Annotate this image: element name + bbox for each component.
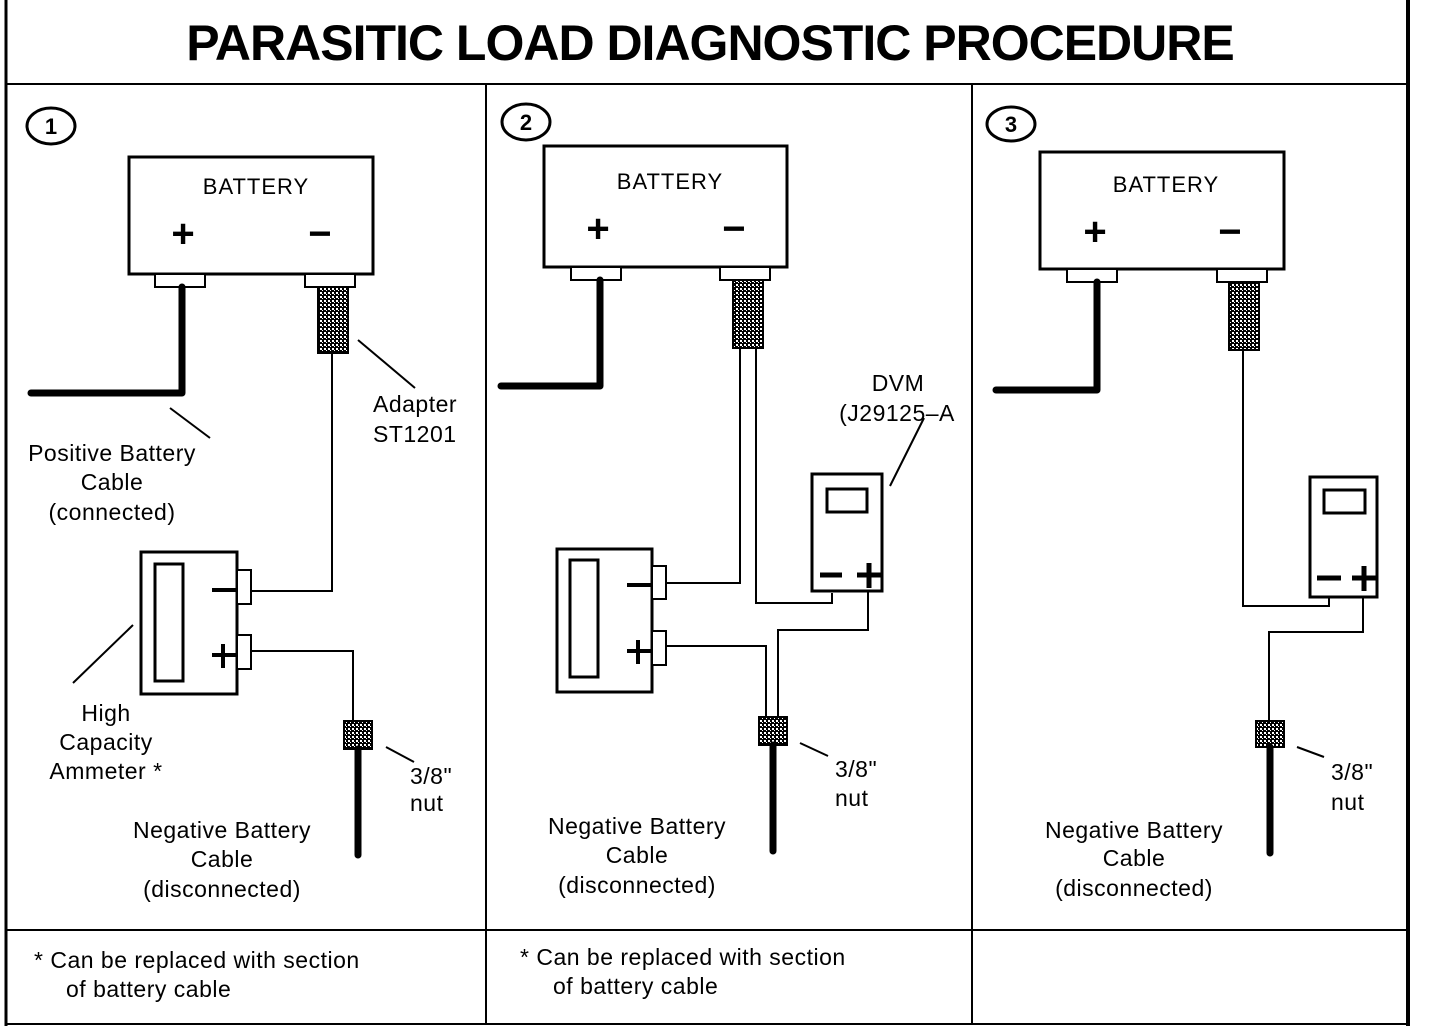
negative-cable-label-1: Negative Battery	[133, 817, 311, 843]
wire-adapter-to-ammeter	[667, 348, 741, 584]
negative-terminal	[1216, 268, 1268, 283]
positive-cable-leader	[169, 407, 211, 439]
negative-cable-label-2: Cable	[1103, 845, 1166, 871]
labels: DVM (J29125–A 3/8" nut Negative Battery …	[548, 370, 955, 898]
battery-minus-sign: −	[308, 212, 331, 256]
panel-2: 2 BATTERY + −	[497, 102, 955, 999]
dvm-leader	[889, 417, 925, 487]
nut-label-1: 3/8"	[1331, 759, 1373, 785]
ammeter	[139, 550, 252, 696]
battery-plus-sign: +	[1083, 210, 1106, 254]
dvm-meter	[810, 472, 884, 593]
negative-terminal	[719, 266, 771, 281]
nut-leader	[799, 742, 829, 757]
dvm-meter	[1308, 475, 1379, 599]
battery: BATTERY + −	[1038, 150, 1286, 283]
ammeter-label-3: Ammeter *	[49, 758, 162, 784]
panel-1: 1 BATTERY + − Adapte	[25, 106, 457, 1002]
step-number: 1	[45, 114, 57, 139]
footnote-line-1: * Can be replaced with section	[34, 947, 360, 973]
negative-cable-label-2: Cable	[191, 846, 254, 872]
step-badge: 2	[500, 102, 552, 142]
negative-cable-label-1: Negative Battery	[548, 813, 726, 839]
dvm-label-2: (J29125–A	[839, 400, 955, 426]
negative-cable-label-3: (disconnected)	[1055, 875, 1213, 901]
adapter-leader	[357, 339, 416, 389]
nut-label-1: 3/8"	[410, 763, 452, 789]
nut-label-1: 3/8"	[835, 756, 877, 782]
step-badge: 1	[25, 106, 77, 146]
positive-cable	[497, 276, 604, 390]
ammeter-label-2: Capacity	[59, 729, 152, 755]
labels: 3/8" nut Negative Battery Cable (disconn…	[1045, 759, 1373, 901]
outer-frame	[4, 0, 1410, 1026]
positive-cable	[992, 278, 1101, 394]
battery-label: BATTERY	[1113, 172, 1219, 197]
nut-leader	[1296, 746, 1325, 758]
adapter-st1201	[317, 286, 349, 354]
nut-3-8	[343, 720, 373, 750]
negative-cable-label-3: (disconnected)	[558, 872, 716, 898]
positive-cable-label-3: (connected)	[49, 499, 176, 525]
nut-3-8	[758, 716, 788, 746]
step-badge: 3	[985, 105, 1037, 143]
adapter-st1201	[1228, 281, 1260, 351]
footnote-line-2: of battery cable	[553, 973, 718, 999]
dvm-label-1: DVM	[872, 370, 925, 396]
battery-plus-sign: +	[171, 212, 194, 256]
negative-cable-label-1: Negative Battery	[1045, 817, 1223, 843]
ammeter-label-1: High	[81, 700, 130, 726]
battery: BATTERY + −	[542, 144, 789, 281]
nut-label-2: nut	[1331, 789, 1365, 815]
wire-dvm-positive-to-nut	[1268, 597, 1364, 721]
positive-terminal	[1066, 268, 1118, 283]
positive-terminal	[570, 266, 622, 281]
wire-adapter-to-ammeter	[252, 353, 333, 592]
nut-label-2: nut	[835, 785, 869, 811]
step-number: 3	[1005, 112, 1017, 137]
wire-dvm-positive-to-nut	[777, 591, 869, 717]
battery-minus-sign: −	[1218, 210, 1241, 254]
step-number: 2	[520, 110, 532, 135]
footnote-line-1: * Can be replaced with section	[520, 944, 846, 970]
labels: Adapter ST1201 Positive Battery Cable (c…	[28, 391, 457, 902]
battery-plus-sign: +	[586, 207, 609, 251]
nut-label-2: nut	[410, 790, 444, 816]
wire-adapter-to-dvm-negative	[755, 348, 833, 604]
adapter-label-1: Adapter	[373, 391, 457, 417]
positive-cable	[27, 283, 186, 397]
wire-ammeter-to-nut	[252, 650, 354, 721]
battery-minus-sign: −	[722, 207, 745, 251]
battery-label: BATTERY	[203, 174, 309, 199]
nut-leader	[385, 746, 415, 763]
positive-cable-label-1: Positive Battery	[28, 440, 196, 466]
page-title: PARASITIC LOAD DIAGNOSTIC PROCEDURE	[186, 15, 1233, 71]
panel-3: 3 BATTERY + − 3/8" nut Negative Batte	[985, 105, 1379, 901]
negative-cable-label-2: Cable	[606, 842, 669, 868]
wire-adapter-to-dvm-negative	[1242, 350, 1330, 607]
ammeter	[555, 547, 667, 694]
negative-terminal	[304, 273, 356, 288]
footnote-line-2: of battery cable	[66, 976, 231, 1002]
battery: BATTERY + −	[127, 155, 375, 288]
ammeter-leader	[72, 624, 134, 684]
battery-label: BATTERY	[617, 169, 723, 194]
wire-ammeter-to-nut	[666, 645, 767, 717]
adapter-st1201	[732, 279, 764, 349]
negative-cable-label-3: (disconnected)	[143, 876, 301, 902]
positive-cable-label-2: Cable	[81, 469, 144, 495]
nut-3-8	[1255, 720, 1285, 748]
adapter-label-2: ST1201	[373, 421, 457, 447]
